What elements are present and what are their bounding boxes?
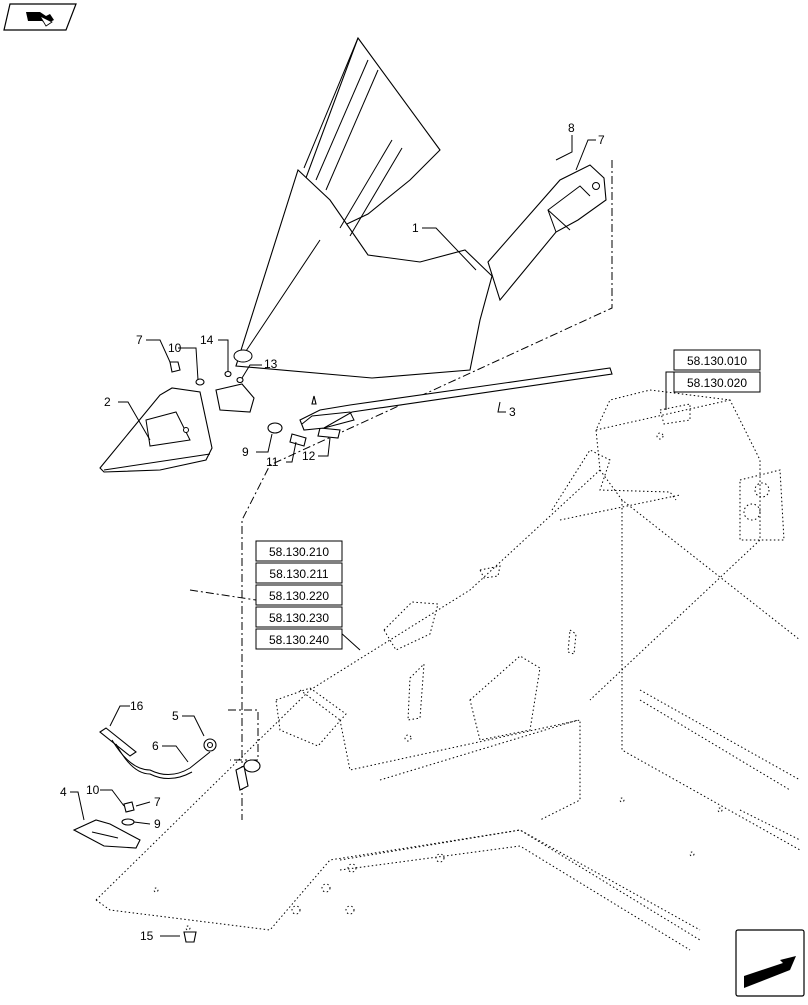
section-icon[interactable] [3,3,77,31]
svg-text:58.130.210: 58.130.210 [269,545,329,559]
leader-lines [70,135,596,937]
hardware-cluster-lower [72,727,261,943]
callout-14: 14 [200,333,214,347]
rod [299,367,613,431]
callout-8: 8 [568,121,575,135]
callout-9-upper: 9 [242,445,249,459]
next-page-arrow-icon[interactable] [735,929,805,997]
svg-text:58.130.240: 58.130.240 [269,633,329,647]
callout-1: 1 [412,221,419,235]
callout-9-lower: 9 [154,817,161,831]
callout-13: 13 [264,357,278,371]
reference-link[interactable]: 58.130.240 [255,628,343,650]
reference-link[interactable]: 58.130.230 [255,606,343,628]
reference-link[interactable]: 58.130.220 [255,584,343,606]
reference-group-center: 58.130.210 58.130.211 58.130.220 58.130.… [255,540,343,650]
callout-12: 12 [302,449,316,463]
callout-16: 16 [130,699,144,713]
divider-point [99,387,213,473]
callouts: 1 2 3 4 5 6 7 7 7 8 9 9 10 10 11 12 13 1… [60,121,605,943]
callout-2: 2 [104,395,111,409]
reference-group-top-right: 58.130.010 58.130.020 [665,349,761,410]
reference-link[interactable]: 58.130.010 [673,349,761,371]
callout-15: 15 [140,929,154,943]
boundary-lines [189,160,613,820]
callout-5: 5 [172,709,179,723]
hardware-cluster-upper [169,361,341,447]
callout-10-lower: 10 [86,783,100,797]
callout-7-upper-right: 7 [598,133,605,147]
reference-link[interactable]: 58.130.020 [673,371,761,393]
svg-text:58.130.020: 58.130.020 [687,376,747,390]
callout-6: 6 [152,739,159,753]
callout-7-upper-left: 7 [136,333,143,347]
callout-11: 11 [266,455,279,469]
header-frame [95,389,801,951]
callout-4: 4 [60,785,67,799]
callout-10-upper: 10 [168,341,182,355]
svg-text:58.130.211: 58.130.211 [269,567,328,581]
callout-7-lower: 7 [154,795,161,809]
divider-cone [233,36,607,379]
svg-text:58.130.220: 58.130.220 [269,589,329,603]
reference-link[interactable]: 58.130.211 [255,562,343,584]
callout-3: 3 [509,405,516,419]
reference-link[interactable]: 58.130.210 [255,540,343,562]
svg-text:58.130.230: 58.130.230 [269,611,329,625]
svg-text:58.130.010: 58.130.010 [687,354,747,368]
